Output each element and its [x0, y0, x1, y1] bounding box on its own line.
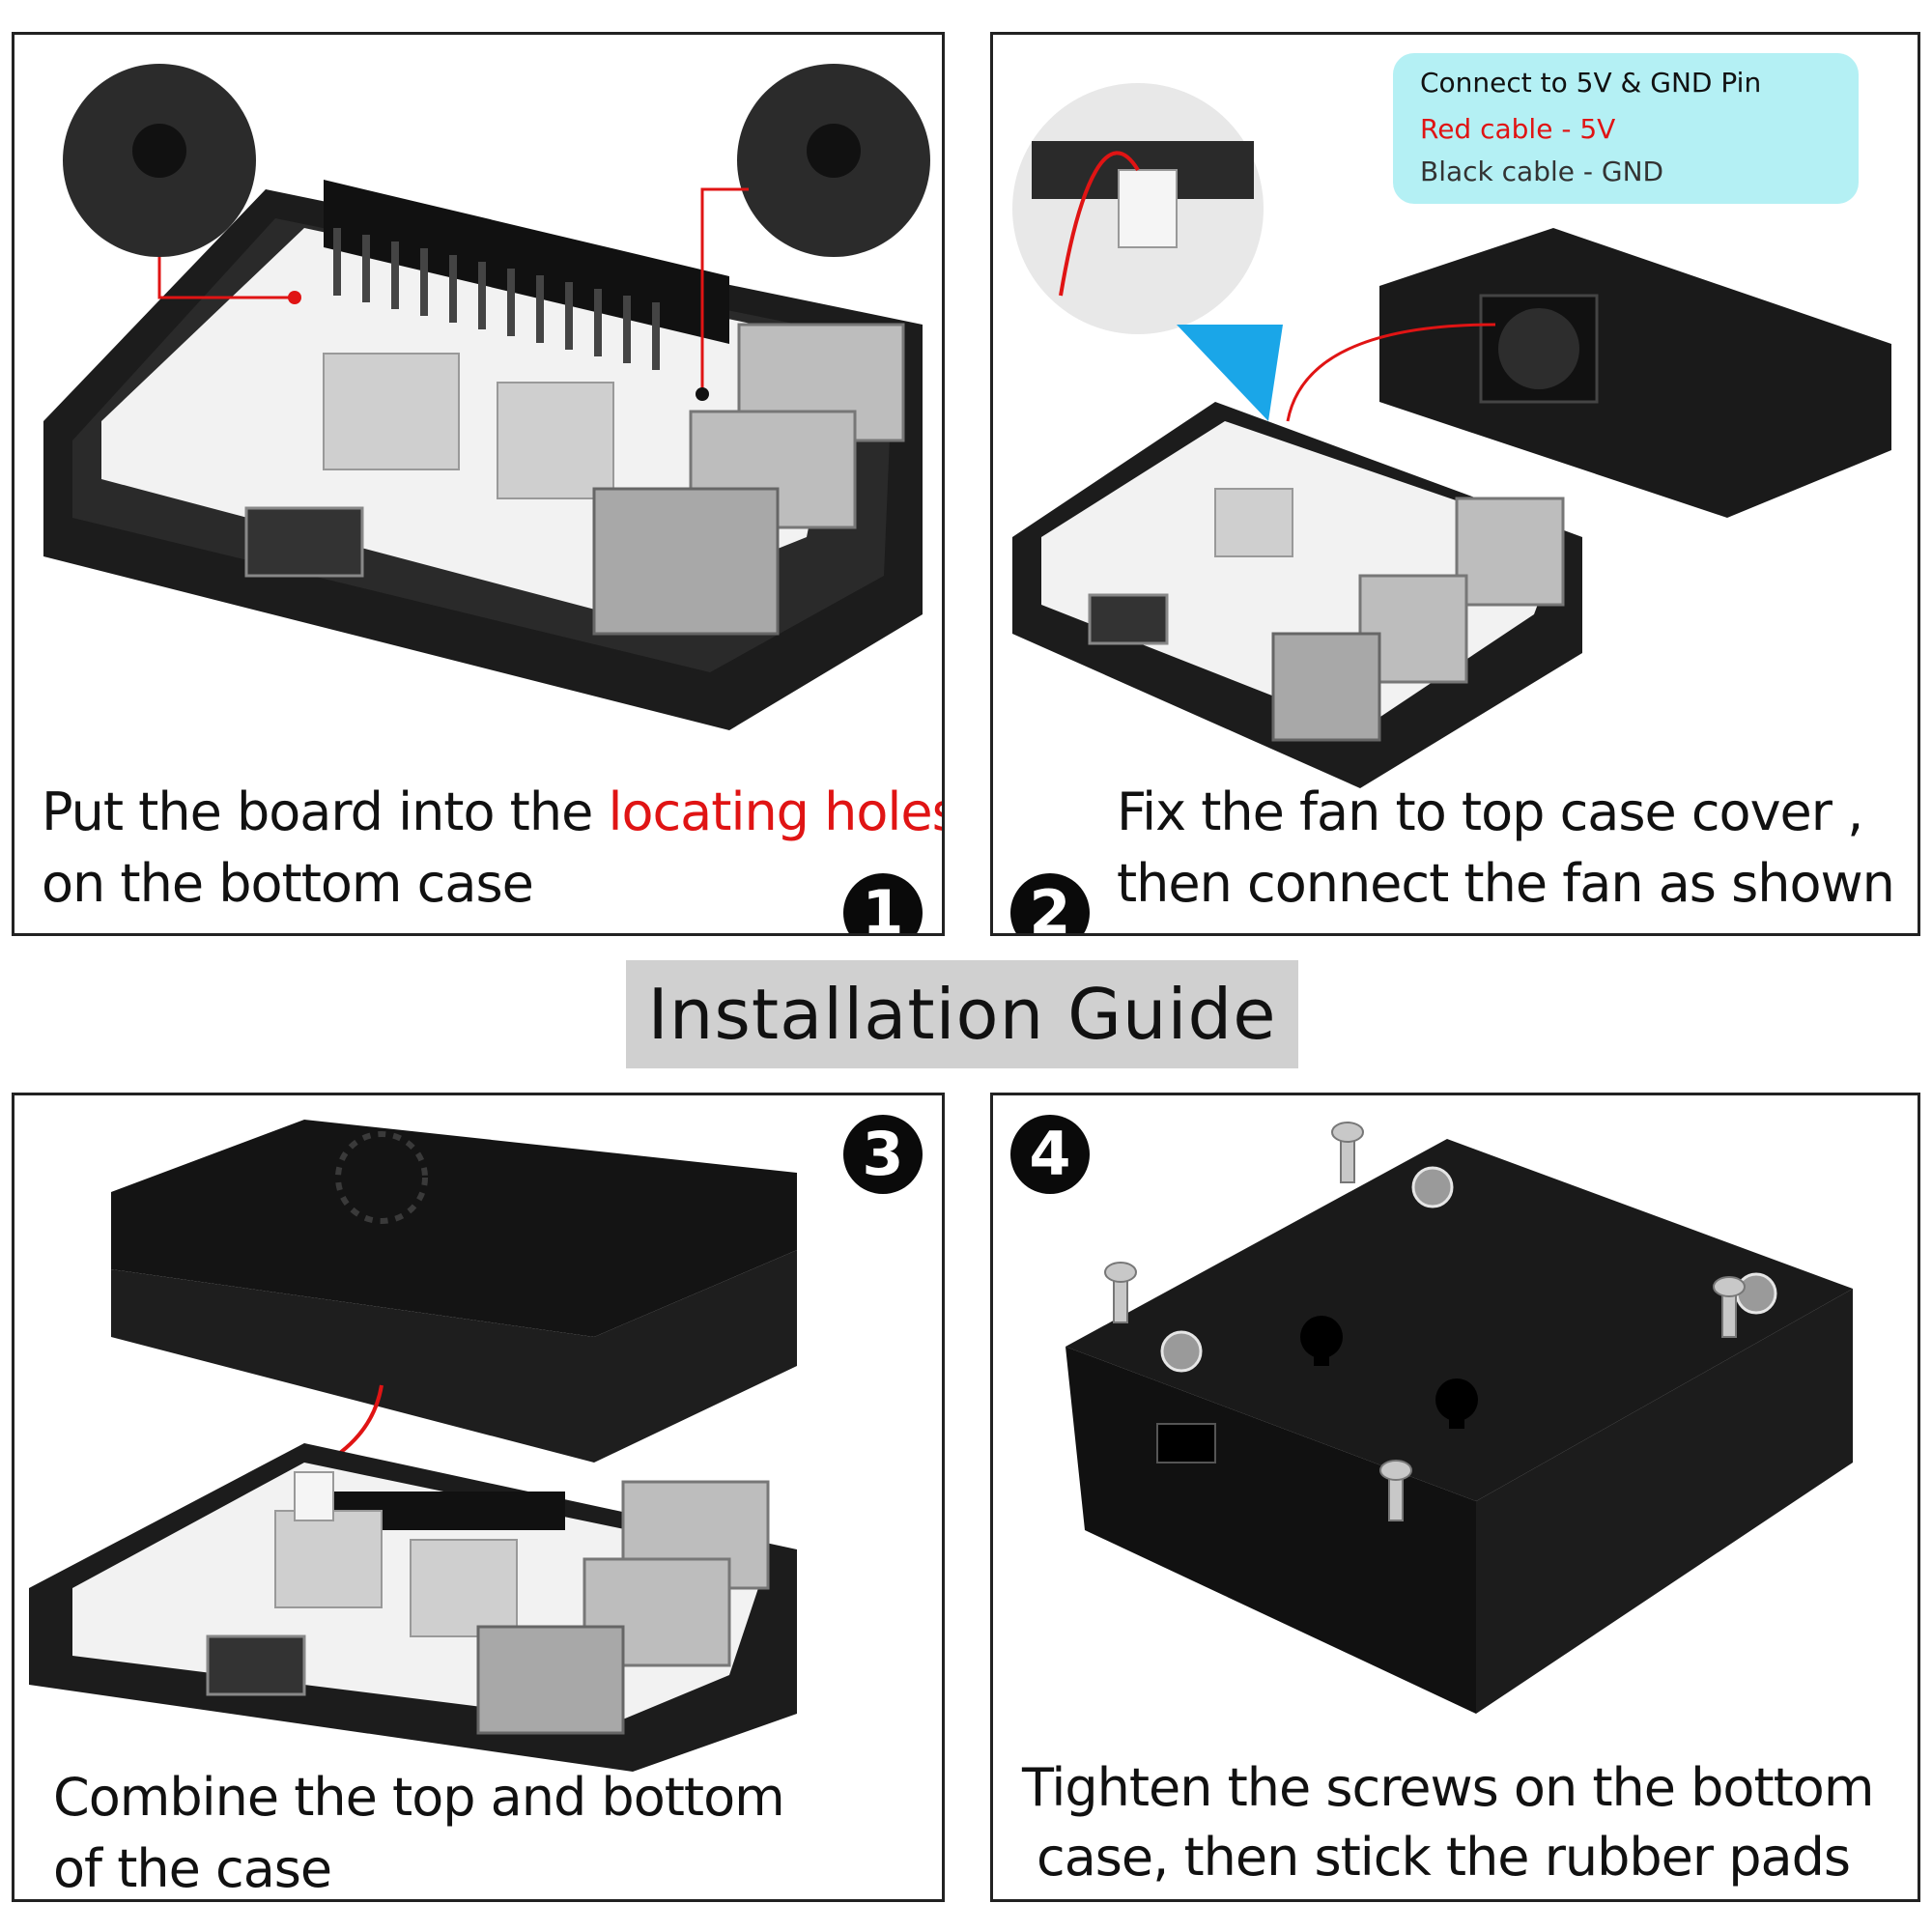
- step-1-number-badge: 1: [843, 873, 923, 933]
- step-3-number-badge: 3: [843, 1115, 923, 1194]
- step-4-panel: 4 Tighten the screws on the bottom case,…: [990, 1093, 1920, 1902]
- step-4-caption-line2: case, then stick the rubber pads: [1037, 1827, 1851, 1888]
- fan-note-line3: Black cable - GND: [1420, 156, 1664, 187]
- combine-case-illustration: [29, 1120, 797, 1772]
- step-3-caption-line1: Combine the top and bottom: [53, 1767, 785, 1828]
- step-1-caption-line1: Put the board into the locating holes: [42, 777, 945, 848]
- step-2-caption-line2: then connect the fan as shown: [1117, 853, 1895, 914]
- step-1-caption-text: Put the board into the: [42, 781, 609, 842]
- fan-note-line1: Connect to 5V & GND Pin: [1420, 67, 1762, 99]
- step-2-panel: Connect to 5V & GND Pin Red cable - 5V B…: [990, 32, 1920, 936]
- step-4-number-badge: 4: [1010, 1115, 1090, 1194]
- step-2-number-badge: 2: [1010, 873, 1090, 933]
- step-4-caption-line1: Tighten the screws on the bottom: [1022, 1757, 1874, 1818]
- step-1-panel: Put the board into the locating holes on…: [12, 32, 945, 936]
- step-3-panel: 3 Combine the top and bottom of the case: [12, 1093, 945, 1902]
- step-1-caption-line2: on the bottom case: [42, 853, 534, 914]
- fan-connection-illustration: [1012, 83, 1891, 788]
- screws-and-pads-illustration: [1065, 1122, 1853, 1714]
- fan-note-line2: Red cable - 5V: [1420, 113, 1616, 145]
- board-in-bottom-case-illustration: [43, 64, 930, 730]
- step-2-caption-line1: Fix the fan to top case cover ,: [1117, 781, 1863, 842]
- fan-pin-note: Connect to 5V & GND Pin Red cable - 5V B…: [1393, 53, 1859, 204]
- step-1-caption-highlight: locating holes: [608, 781, 945, 842]
- step-3-caption-line2: of the case: [53, 1838, 332, 1899]
- page-title: Installation Guide: [626, 960, 1298, 1068]
